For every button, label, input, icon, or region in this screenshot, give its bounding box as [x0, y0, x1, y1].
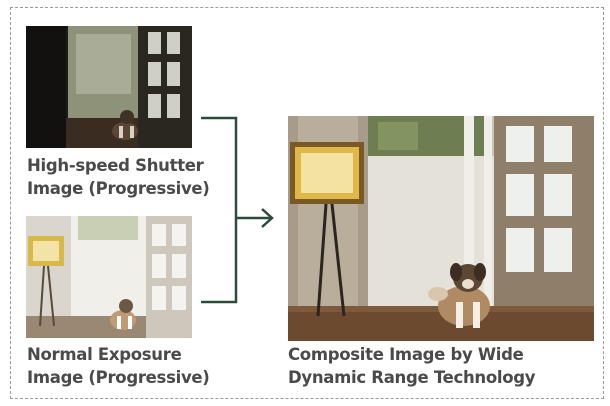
diagram-frame	[10, 7, 604, 399]
composite-caption-line2: Dynamic Range Technology	[288, 368, 536, 387]
normal-exposure-photo	[26, 216, 192, 338]
normal-caption-line1: Normal Exposure	[27, 345, 182, 364]
high-speed-shutter-caption: High-speed Shutter Image (Progressive)	[27, 154, 210, 200]
high-speed-caption-line1: High-speed Shutter	[27, 156, 204, 175]
normal-caption-line2: Image (Progressive)	[27, 368, 210, 387]
right-arrow-icon	[261, 208, 274, 228]
composite-photo	[288, 116, 594, 341]
composite-caption: Composite Image by Wide Dynamic Range Te…	[288, 343, 536, 389]
high-speed-shutter-photo	[26, 26, 192, 148]
composite-caption-line1: Composite Image by Wide	[288, 345, 524, 364]
normal-exposure-caption: Normal Exposure Image (Progressive)	[27, 343, 210, 389]
bracket-connector	[201, 116, 270, 304]
high-speed-caption-line2: Image (Progressive)	[27, 179, 210, 198]
